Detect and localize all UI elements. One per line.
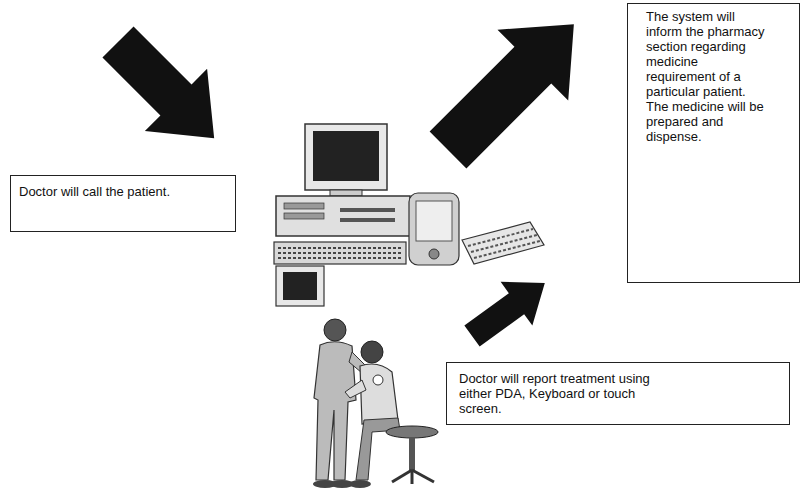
block-arrow [87,11,245,169]
portable-keyboard [462,222,544,264]
computer-monitor [305,124,387,196]
box-text: The system will inform the pharmacy sect… [646,9,768,144]
doctor-figure [345,341,400,488]
block-arrow [456,261,561,358]
stool [386,426,438,484]
box-text: Doctor will report treatment using eithe… [459,371,664,416]
touch-screen [276,266,324,306]
box-text: Doctor will call the patient. [19,184,219,199]
text-box: Doctor will call the patient. [10,175,236,232]
block-arrow [413,0,610,185]
text-box: The system will inform the pharmacy sect… [627,3,800,283]
computer-case [276,196,410,236]
keyboard [274,242,406,264]
text-box: Doctor will report treatment using eithe… [446,362,790,425]
pda [409,193,459,265]
